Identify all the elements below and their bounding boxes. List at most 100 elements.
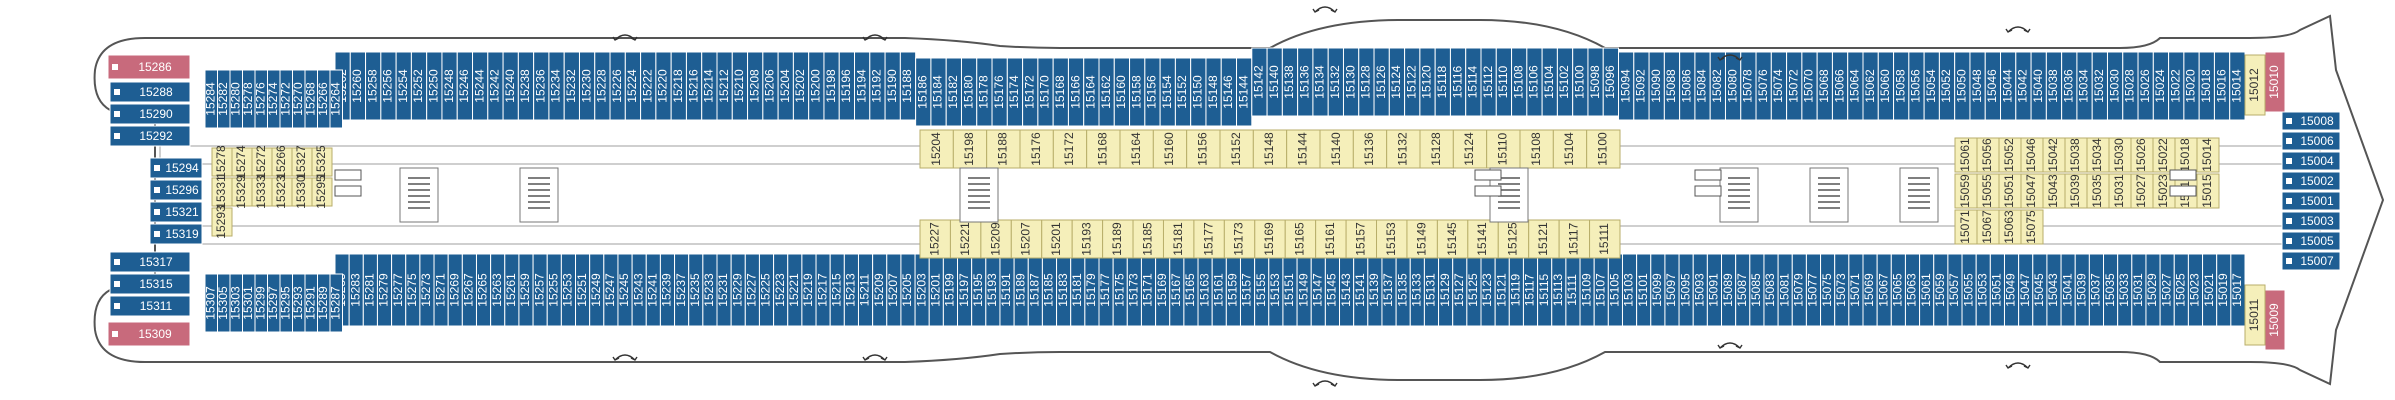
cabin-15299[interactable]: 15299	[253, 273, 268, 333]
cabin-15277[interactable]: 15277	[391, 253, 407, 327]
cabin-15266[interactable]: 15266	[271, 145, 293, 179]
cabin-15014[interactable]: 15014	[2196, 137, 2220, 173]
cabin-15065[interactable]: 15065	[1891, 253, 1906, 327]
cabin-15167[interactable]: 15167	[1169, 253, 1185, 327]
cabin-15125[interactable]: 15125	[1497, 219, 1530, 259]
cabin-15280[interactable]: 15280	[228, 69, 243, 129]
cabin-15057[interactable]: 15057	[1947, 253, 1963, 327]
cabin-15052[interactable]: 15052	[1998, 137, 2022, 173]
cabin-15009[interactable]: 15009	[2264, 289, 2286, 351]
cabin-15011[interactable]: 15011	[2244, 284, 2266, 346]
cabin-15028[interactable]: 15028	[2122, 51, 2139, 121]
cabin-15142[interactable]: 15142	[1251, 47, 1268, 117]
cabin-15245[interactable]: 15245	[617, 253, 633, 327]
cabin-15050[interactable]: 15050	[1954, 51, 1971, 121]
cabin-15197[interactable]: 15197	[957, 253, 973, 327]
cabin-15201[interactable]: 15201	[928, 253, 944, 327]
cabin-15063[interactable]: 15063	[1998, 209, 2022, 245]
cabin-15134[interactable]: 15134	[1312, 47, 1329, 117]
cabin-15203[interactable]: 15203	[914, 253, 930, 327]
cabin-15032[interactable]: 15032	[2091, 51, 2108, 121]
cabin-15069[interactable]: 15069	[1862, 253, 1878, 327]
cabin-15039[interactable]: 15039	[2074, 253, 2090, 327]
cabin-15006[interactable]: 15006	[2281, 131, 2341, 151]
cabin-15129[interactable]: 15129	[1438, 253, 1454, 327]
cabin-15135[interactable]: 15135	[1395, 253, 1411, 327]
cabin-15165[interactable]: 15165	[1284, 219, 1317, 259]
cabin-15180[interactable]: 15180	[960, 57, 978, 127]
cabin-15230[interactable]: 15230	[578, 51, 596, 121]
cabin-15137[interactable]: 15137	[1381, 253, 1397, 327]
cabin-15163[interactable]: 15163	[1197, 253, 1213, 327]
cabin-15260[interactable]: 15260	[349, 51, 367, 121]
cabin-15055[interactable]: 15055	[1961, 253, 1977, 327]
cabin-15074[interactable]: 15074	[1770, 51, 1788, 121]
cabin-15274[interactable]: 15274	[266, 69, 281, 129]
cabin-15067[interactable]: 15067	[1976, 209, 2000, 245]
cabin-15166[interactable]: 15166	[1067, 57, 1085, 127]
cabin-15242[interactable]: 15242	[487, 51, 504, 121]
cabin-15209[interactable]: 15209	[980, 219, 1012, 259]
cabin-15145[interactable]: 15145	[1436, 219, 1469, 259]
cabin-15199[interactable]: 15199	[943, 253, 959, 327]
cabin-15176[interactable]: 15176	[1019, 129, 1054, 169]
cabin-15301[interactable]: 15301	[241, 273, 256, 333]
cabin-15196[interactable]: 15196	[838, 51, 856, 121]
cabin-15052[interactable]: 15052	[1938, 51, 1956, 121]
cabin-15189[interactable]: 15189	[1013, 253, 1029, 327]
cabin-15027[interactable]: 15027	[2130, 173, 2154, 209]
cabin-15188[interactable]: 15188	[986, 129, 1021, 169]
cabin-15021[interactable]: 15021	[2202, 253, 2218, 327]
cabin-15104[interactable]: 15104	[1541, 47, 1558, 117]
cabin-15159[interactable]: 15159	[1226, 253, 1241, 327]
cabin-15108[interactable]: 15108	[1511, 47, 1528, 117]
cabin-15130[interactable]: 15130	[1342, 47, 1360, 117]
cabin-15158[interactable]: 15158	[1129, 57, 1146, 127]
cabin-15190[interactable]: 15190	[884, 51, 901, 121]
cabin-15212[interactable]: 15212	[716, 51, 733, 121]
cabin-15140[interactable]: 15140	[1319, 129, 1354, 169]
cabin-15272[interactable]: 15272	[251, 145, 273, 179]
cabin-15132[interactable]: 15132	[1386, 129, 1421, 169]
cabin-15104[interactable]: 15104	[1552, 129, 1588, 169]
cabin-15169[interactable]: 15169	[1155, 253, 1171, 327]
cabin-15115[interactable]: 15115	[1537, 253, 1553, 327]
cabin-15179[interactable]: 15179	[1084, 253, 1100, 327]
cabin-15147[interactable]: 15147	[1310, 253, 1326, 327]
cabin-15048[interactable]: 15048	[1969, 51, 1986, 121]
cabin-15063[interactable]: 15063	[1905, 253, 1921, 327]
cabin-15265[interactable]: 15265	[476, 253, 492, 327]
cabin-15215[interactable]: 15215	[829, 253, 845, 327]
cabin-15084[interactable]: 15084	[1694, 51, 1711, 121]
cabin-15228[interactable]: 15228	[594, 51, 611, 121]
cabin-15077[interactable]: 15077	[1806, 253, 1822, 327]
cabin-15092[interactable]: 15092	[1633, 51, 1650, 121]
cabin-15144[interactable]: 15144	[1286, 129, 1321, 169]
cabin-15286[interactable]: 15286	[107, 54, 191, 80]
cabin-15293[interactable]: 15293	[211, 205, 233, 239]
cabin-15327[interactable]: 15327	[291, 145, 313, 179]
cabin-15017[interactable]: 15017	[2230, 253, 2246, 327]
cabin-15216[interactable]: 15216	[685, 51, 703, 121]
cabin-15123[interactable]: 15123	[1480, 253, 1496, 327]
cabin-15221[interactable]: 15221	[949, 219, 982, 259]
cabin-15136[interactable]: 15136	[1297, 47, 1314, 117]
cabin-15275[interactable]: 15275	[405, 253, 421, 327]
cabin-15170[interactable]: 15170	[1037, 57, 1054, 127]
cabin-15247[interactable]: 15247	[603, 253, 619, 327]
cabin-15205[interactable]: 15205	[900, 253, 916, 327]
cabin-15164[interactable]: 15164	[1083, 57, 1100, 127]
cabin-15047[interactable]: 15047	[2018, 253, 2034, 327]
cabin-15243[interactable]: 15243	[631, 253, 647, 327]
cabin-15219[interactable]: 15219	[801, 253, 817, 327]
cabin-15311[interactable]: 15311	[109, 295, 191, 317]
cabin-15333[interactable]: 15333	[251, 175, 273, 209]
cabin-15070[interactable]: 15070	[1801, 51, 1818, 121]
cabin-15178[interactable]: 15178	[976, 57, 993, 127]
cabin-15055[interactable]: 15055	[1976, 173, 2000, 209]
cabin-15296[interactable]: 15296	[149, 179, 203, 201]
cabin-15094[interactable]: 15094	[1618, 51, 1635, 121]
cabin-15206[interactable]: 15206	[762, 51, 779, 121]
cabin-15139[interactable]: 15139	[1367, 253, 1383, 327]
cabin-15059[interactable]: 15059	[1954, 173, 1978, 209]
